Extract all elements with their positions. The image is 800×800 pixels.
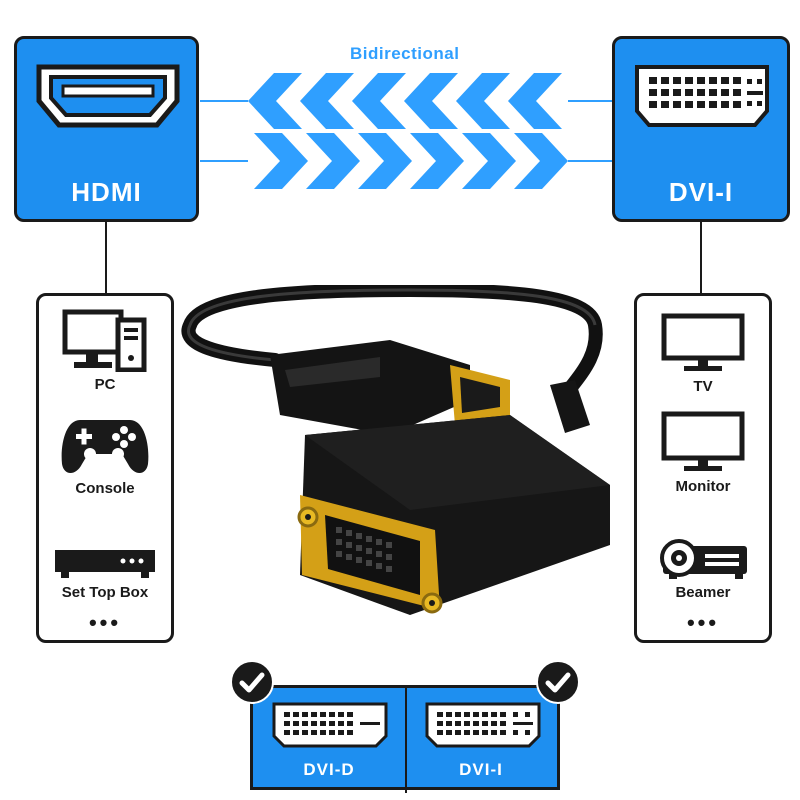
dvi-port-icon: [635, 65, 769, 127]
device-set-top-box: Set Top Box: [39, 546, 171, 601]
display-devices-card: TV Monitor Beamer •••: [634, 293, 772, 643]
pc-icon: [62, 309, 147, 372]
device-label-monitor: Monitor: [675, 478, 731, 495]
device-label-beamer: Beamer: [675, 584, 731, 601]
gamepad-icon: [61, 420, 149, 473]
projector-icon: [660, 539, 747, 579]
connector-line-top-right: [568, 100, 612, 102]
connector-line-bottom-right: [568, 160, 612, 162]
tv-icon: [661, 313, 745, 371]
device-beamer: Beamer: [637, 536, 769, 601]
device-label-pc: PC: [94, 376, 116, 393]
device-label-set-top-box: Set Top Box: [61, 584, 149, 601]
bidirectional-label: Bidirectional: [350, 44, 460, 63]
dvi-i-port-icon: [425, 702, 541, 748]
check-icon-dvi-d: [230, 660, 274, 704]
dvi-panel: DVI-I: [612, 36, 790, 222]
device-tv: TV: [637, 312, 769, 395]
device-monitor: Monitor: [637, 410, 769, 495]
hdmi-label: HDMI: [71, 177, 142, 207]
right-arrows-icon: [254, 133, 568, 189]
dvi-label: DVI-I: [668, 177, 734, 207]
device-pc: PC: [39, 308, 171, 393]
device-label-console: Console: [75, 480, 135, 497]
check-icon-dvi-i: [536, 660, 580, 704]
set-top-box-icon: [55, 550, 155, 578]
device-console: Console: [39, 414, 171, 497]
connector-line-bottom-left: [200, 160, 248, 162]
right-vertical-connector: [700, 222, 702, 294]
dvi-d-port-icon: [272, 702, 388, 748]
hdmi-panel: HDMI: [14, 36, 199, 222]
compatibility-panel: DVI-D DVI-I: [250, 685, 560, 793]
hdmi-port-icon: [36, 64, 180, 128]
hdmi-to-dvi-adapter-image: [181, 285, 610, 615]
left-arrows-icon: [248, 73, 562, 129]
more-displays-indicator: •••: [686, 610, 720, 635]
dvi-i-label: DVI-I: [459, 760, 503, 779]
left-vertical-connector: [105, 222, 107, 294]
monitor-icon: [661, 411, 745, 471]
source-devices-card: PC Console Set Top Box •••: [36, 293, 174, 643]
dvi-d-label: DVI-D: [303, 760, 355, 779]
more-sources-indicator: •••: [88, 610, 122, 635]
compatibility-divider: [405, 688, 407, 793]
connector-line-top-left: [200, 100, 248, 102]
device-label-tv: TV: [693, 378, 713, 395]
